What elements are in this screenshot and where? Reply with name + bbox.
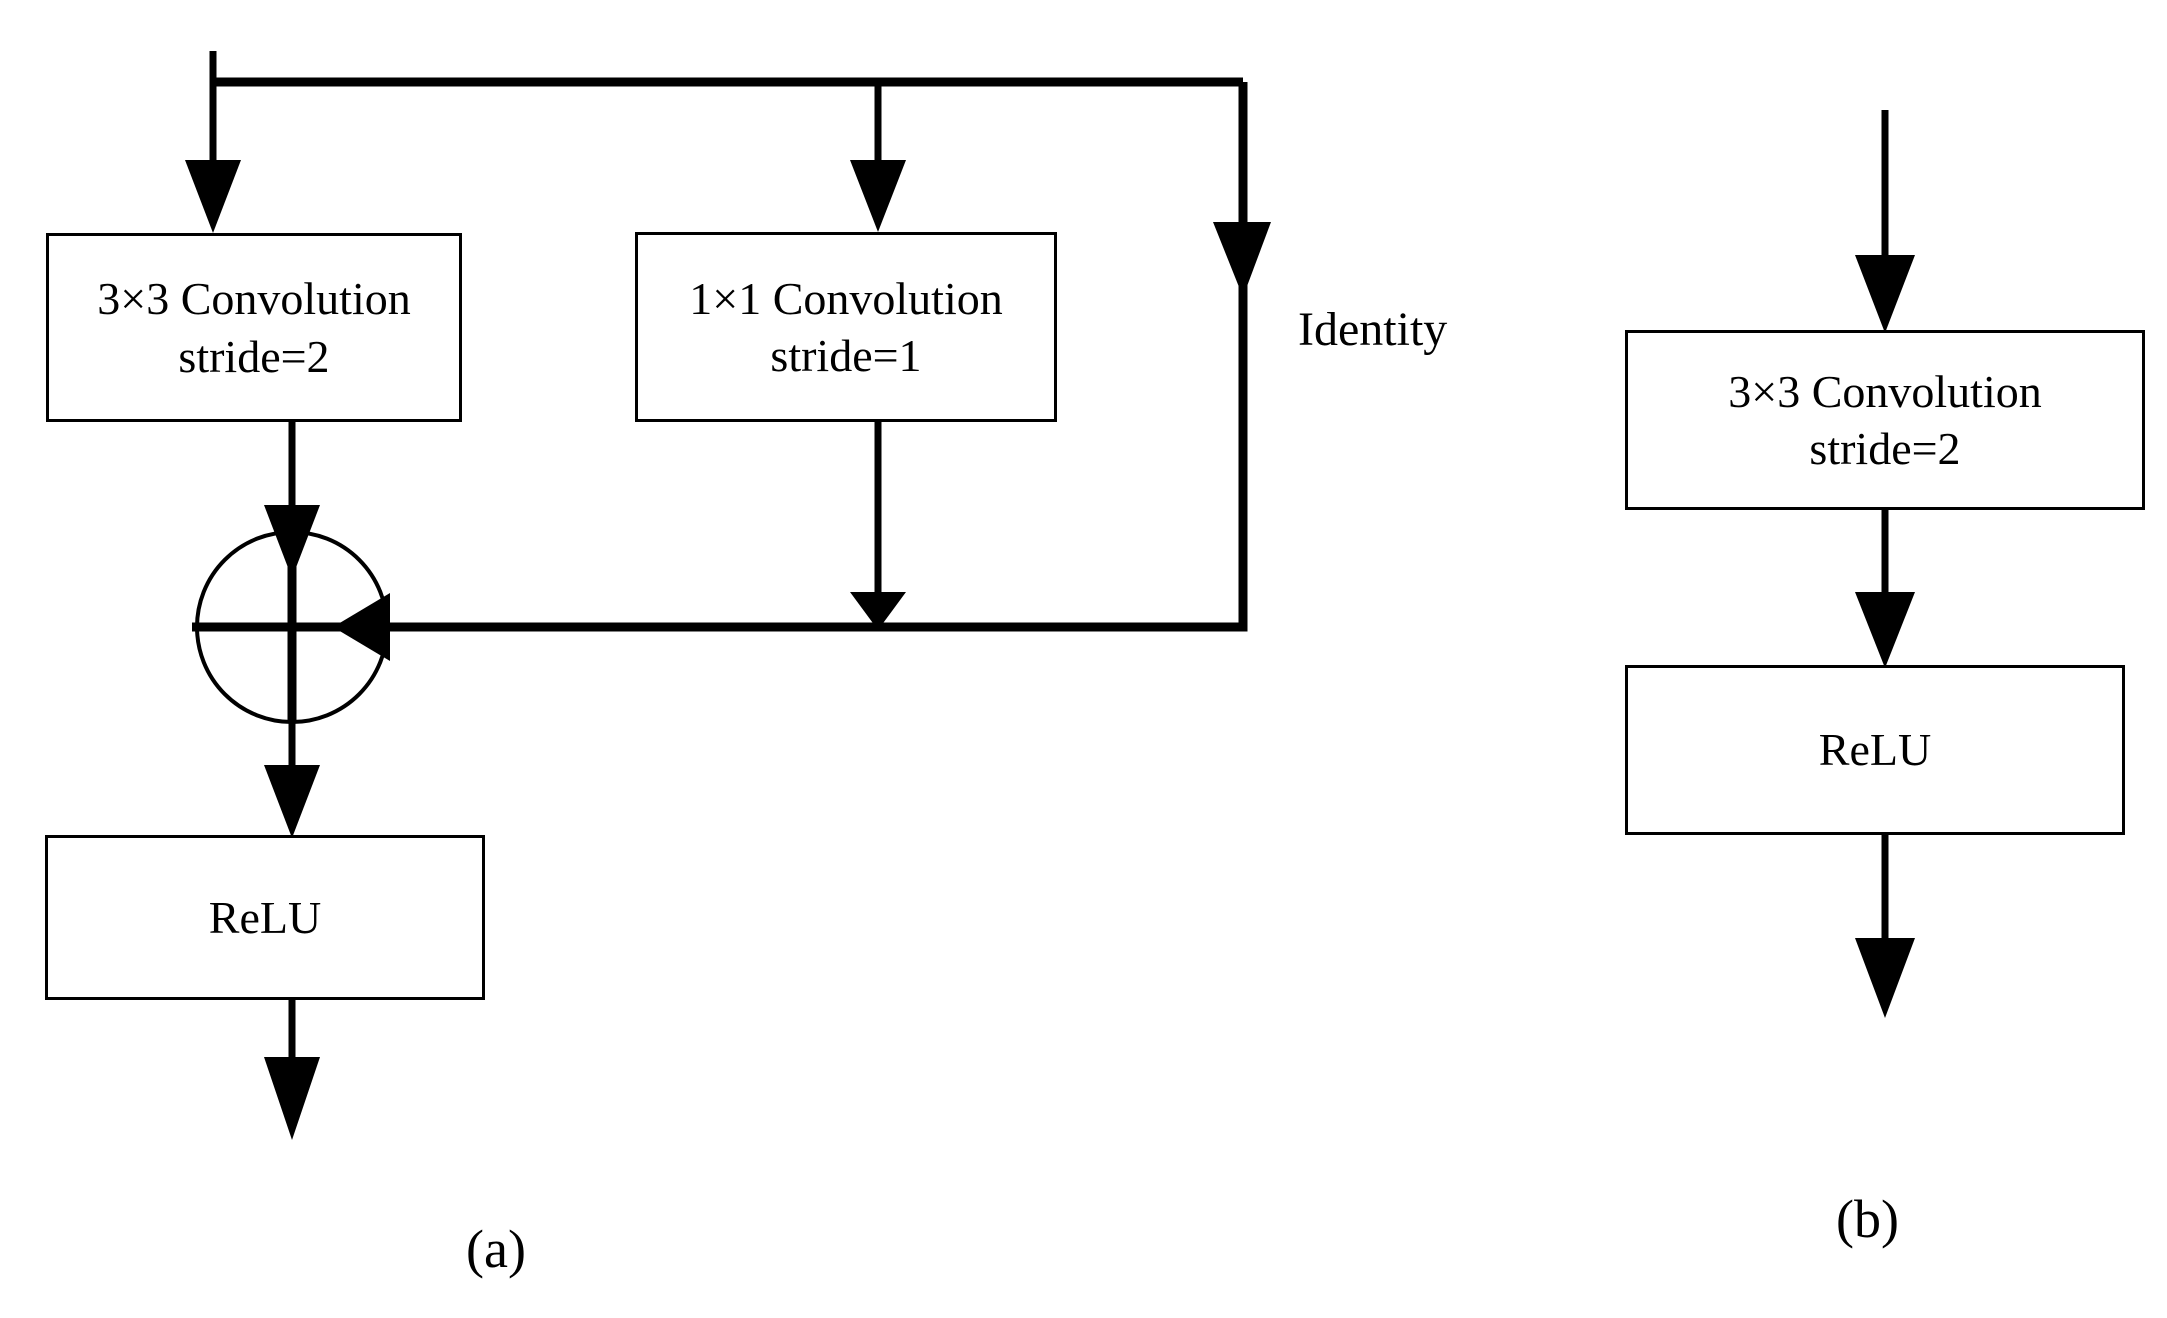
edge-label-identity: Identity (1298, 303, 1448, 356)
arrowhead-output-a (264, 1057, 320, 1140)
arrowhead-merge-into-sum (333, 593, 390, 661)
node-label-line1: 3×3 Convolution (1728, 365, 2042, 417)
arrowhead-conv3x3b-to-relub (1855, 592, 1915, 668)
node-label-line1: ReLU (208, 891, 322, 943)
node-conv3x3-stride2-b: 3×3 Convolution stride=2 (1625, 330, 2145, 510)
node-label-line1: 3×3 Convolution (97, 273, 411, 325)
node-conv3x3-stride2-a: 3×3 Convolution stride=2 (46, 233, 462, 422)
node-label-line2: stride=2 (178, 330, 330, 382)
sum-node-circle (195, 530, 389, 724)
arrowhead-conv1x1-to-merge (850, 592, 906, 630)
panel-caption-b: (b) (1836, 1189, 1899, 1249)
panel-caption-a: (a) (466, 1219, 526, 1279)
node-label-line1: ReLU (1818, 724, 1932, 776)
node-label-line1: 1×1 Convolution (689, 272, 1003, 324)
arrowhead-into-conv3x3-b (1855, 255, 1915, 333)
arrowhead-conv3x3-to-sum (264, 505, 320, 578)
node-label-line2: stride=2 (1809, 423, 1961, 474)
node-relu-a: ReLU (45, 835, 485, 1000)
node-conv1x1-stride1-a: 1×1 Convolution stride=1 (635, 232, 1057, 422)
node-relu-b: ReLU (1625, 665, 2125, 835)
arrowhead-identity (1213, 222, 1271, 297)
arrowhead-output-b (1855, 938, 1915, 1018)
arrowhead-sum-to-relu (264, 765, 320, 838)
node-label-line2: stride=1 (770, 330, 922, 381)
arrowhead-into-conv3x3-a (185, 160, 241, 233)
arrowhead-into-conv1x1-a (850, 160, 906, 232)
